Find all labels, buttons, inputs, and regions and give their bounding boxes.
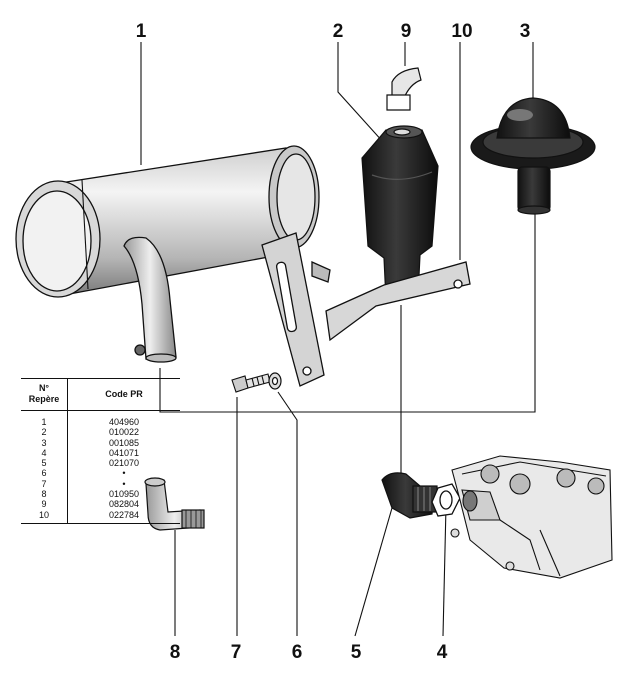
row-code: • — [122, 478, 126, 489]
row-number: 10 — [21, 509, 68, 524]
callout-6: 6 — [292, 642, 303, 663]
callout-4: 4 — [437, 642, 448, 663]
table-row: 4 041071 — [21, 447, 180, 459]
header-code: Code PR — [67, 378, 180, 411]
callout-10: 10 — [451, 21, 472, 42]
row-number: 2 — [21, 427, 68, 438]
table-row: 9 082804 — [21, 499, 180, 510]
callout-5: 5 — [351, 642, 362, 663]
callout-8: 8 — [170, 642, 181, 663]
row-code: 010950 — [108, 489, 140, 500]
table-row: 7• — [21, 478, 180, 490]
air-filter — [361, 125, 439, 301]
gasket — [431, 483, 461, 517]
table-row: 3 001085 — [21, 437, 180, 448]
callout-3: 3 — [520, 21, 531, 42]
table-row: 5 021070 — [21, 458, 180, 469]
row-code: • — [122, 468, 126, 479]
row-number: 1 — [21, 410, 68, 428]
washer — [268, 372, 282, 390]
row-code: 010022 — [108, 427, 140, 438]
row-number: 4 — [21, 447, 68, 459]
table-row: 1 404960 — [21, 410, 180, 428]
bolt — [231, 373, 271, 393]
row-code: 001085 — [108, 437, 140, 448]
parts-table-header: N° Repère Code PR — [21, 378, 180, 411]
filter-bracket — [325, 261, 471, 342]
row-number: 3 — [21, 437, 68, 448]
header-repere-label: Repère — [28, 394, 60, 404]
parts-table: N° Repère Code PR 1 404960 2 010022 3 00108… — [21, 378, 180, 524]
row-number: 5 — [21, 458, 68, 469]
table-row: 2 010022 — [21, 427, 180, 438]
row-code: 041071 — [108, 447, 140, 458]
header-no: N° — [38, 383, 50, 393]
silencer-bracket — [261, 232, 331, 387]
filter-cap — [386, 67, 422, 111]
row-number: 7 — [21, 478, 68, 490]
leader-lines — [140, 42, 536, 637]
table-row: 8 010950 — [21, 489, 180, 500]
row-number: 8 — [21, 489, 68, 500]
callout-7: 7 — [231, 642, 242, 663]
outlet-pipe — [123, 236, 177, 363]
callout-9: 9 — [401, 21, 412, 42]
cylinder-head — [450, 455, 613, 579]
header-repere: N° Repère — [21, 378, 68, 411]
elbow-union — [381, 472, 438, 519]
row-number: 9 — [21, 499, 68, 510]
table-row: 6• — [21, 468, 180, 479]
callout-2: 2 — [333, 21, 344, 42]
row-number: 6 — [21, 468, 68, 479]
callout-1: 1 — [136, 21, 147, 42]
row-code: 082804 — [108, 499, 140, 510]
row-code: 404960 — [108, 417, 140, 427]
row-code: 022784 — [67, 509, 180, 524]
row-code: 021070 — [108, 458, 140, 469]
breather-dome — [470, 97, 596, 215]
callout-numbers: 1 2 9 10 3 8 7 6 5 4 — [136, 21, 531, 663]
